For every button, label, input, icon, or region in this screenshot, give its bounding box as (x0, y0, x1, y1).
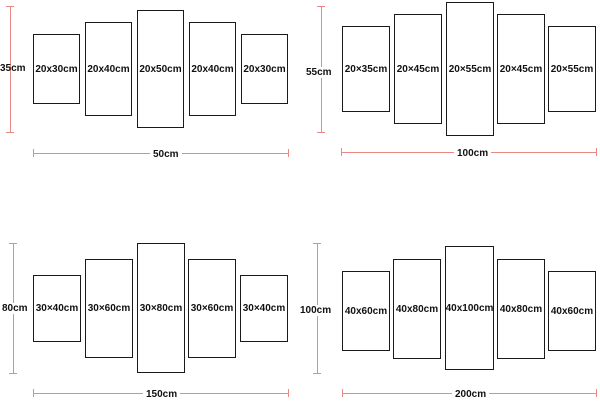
width-dimension-cap (288, 149, 289, 157)
canvas-panel: 20x40cm (85, 22, 132, 116)
canvas-panel: 20×45cm (497, 14, 545, 124)
panel-size-label: 20×55cm (448, 63, 492, 75)
panel-size-label: 40x100cm (445, 302, 494, 314)
canvas-panel: 20x40cm (189, 22, 236, 116)
canvas-panel: 40x60cm (548, 271, 596, 351)
canvas-panel: 20x30cm (33, 34, 80, 104)
panel-size-label: 40x80cm (395, 303, 439, 315)
width-label: 200cm (452, 389, 490, 400)
canvas-panel: 30×60cm (85, 259, 133, 358)
height-dimension-cap (313, 373, 321, 374)
canvas-panel: 40x80cm (393, 259, 441, 359)
canvas-panel: 30×80cm (137, 243, 185, 373)
canvas-panel: 30×40cm (240, 275, 288, 342)
canvas-panel: 40x80cm (497, 259, 545, 359)
height-label: 55cm (306, 67, 332, 78)
canvas-panel: 40x60cm (342, 271, 390, 351)
height-dimension-line (10, 6, 11, 132)
panel-size-label: 20×55cm (550, 63, 594, 75)
panel-size-label: 30×40cm (35, 303, 79, 314)
height-label: 80cm (2, 303, 28, 314)
width-label: 100cm (454, 148, 492, 159)
canvas-panel: 20×55cm (548, 26, 596, 112)
panel-size-label: 20x30cm (243, 63, 286, 75)
canvas-panel: 20x50cm (137, 10, 184, 128)
canvas-panel: 30×40cm (33, 275, 81, 342)
panel-size-label: 30×80cm (139, 302, 183, 314)
panel-size-label: 30×60cm (87, 303, 131, 314)
canvas-panel: 20×55cm (446, 2, 494, 136)
height-label: 100cm (300, 305, 332, 316)
width-dimension-cap (288, 389, 289, 397)
panel-size-label: 20x40cm (87, 63, 130, 75)
panel-size-label: 20×45cm (499, 63, 543, 75)
height-label: 35cm (0, 63, 26, 74)
canvas-panel: 40x100cm (445, 246, 494, 370)
panel-size-label: 20×35cm (344, 63, 388, 75)
canvas-panel: 20×35cm (342, 26, 390, 112)
height-dimension-cap (6, 132, 14, 133)
width-dimension-cap (596, 389, 597, 397)
width-label: 50cm (150, 149, 182, 160)
width-label: 150cm (143, 389, 181, 400)
panel-size-label: 20x50cm (139, 63, 182, 75)
panel-size-label: 40x80cm (499, 303, 543, 315)
height-dimension-cap (317, 132, 325, 133)
panel-size-label: 20x40cm (191, 63, 234, 75)
panel-size-label: 30×60cm (190, 303, 234, 314)
panel-size-label: 30×40cm (242, 303, 286, 314)
canvas-panel: 20x30cm (241, 34, 288, 104)
canvas-panel: 30×60cm (188, 259, 236, 358)
width-dimension-cap (596, 148, 597, 156)
panel-size-label: 20x30cm (35, 63, 78, 75)
panel-size-label: 40x60cm (550, 305, 594, 317)
height-dimension-cap (9, 373, 17, 374)
panel-size-label: 40x60cm (344, 305, 388, 317)
canvas-panel: 20×45cm (394, 14, 442, 124)
panel-size-label: 20×45cm (396, 63, 440, 75)
